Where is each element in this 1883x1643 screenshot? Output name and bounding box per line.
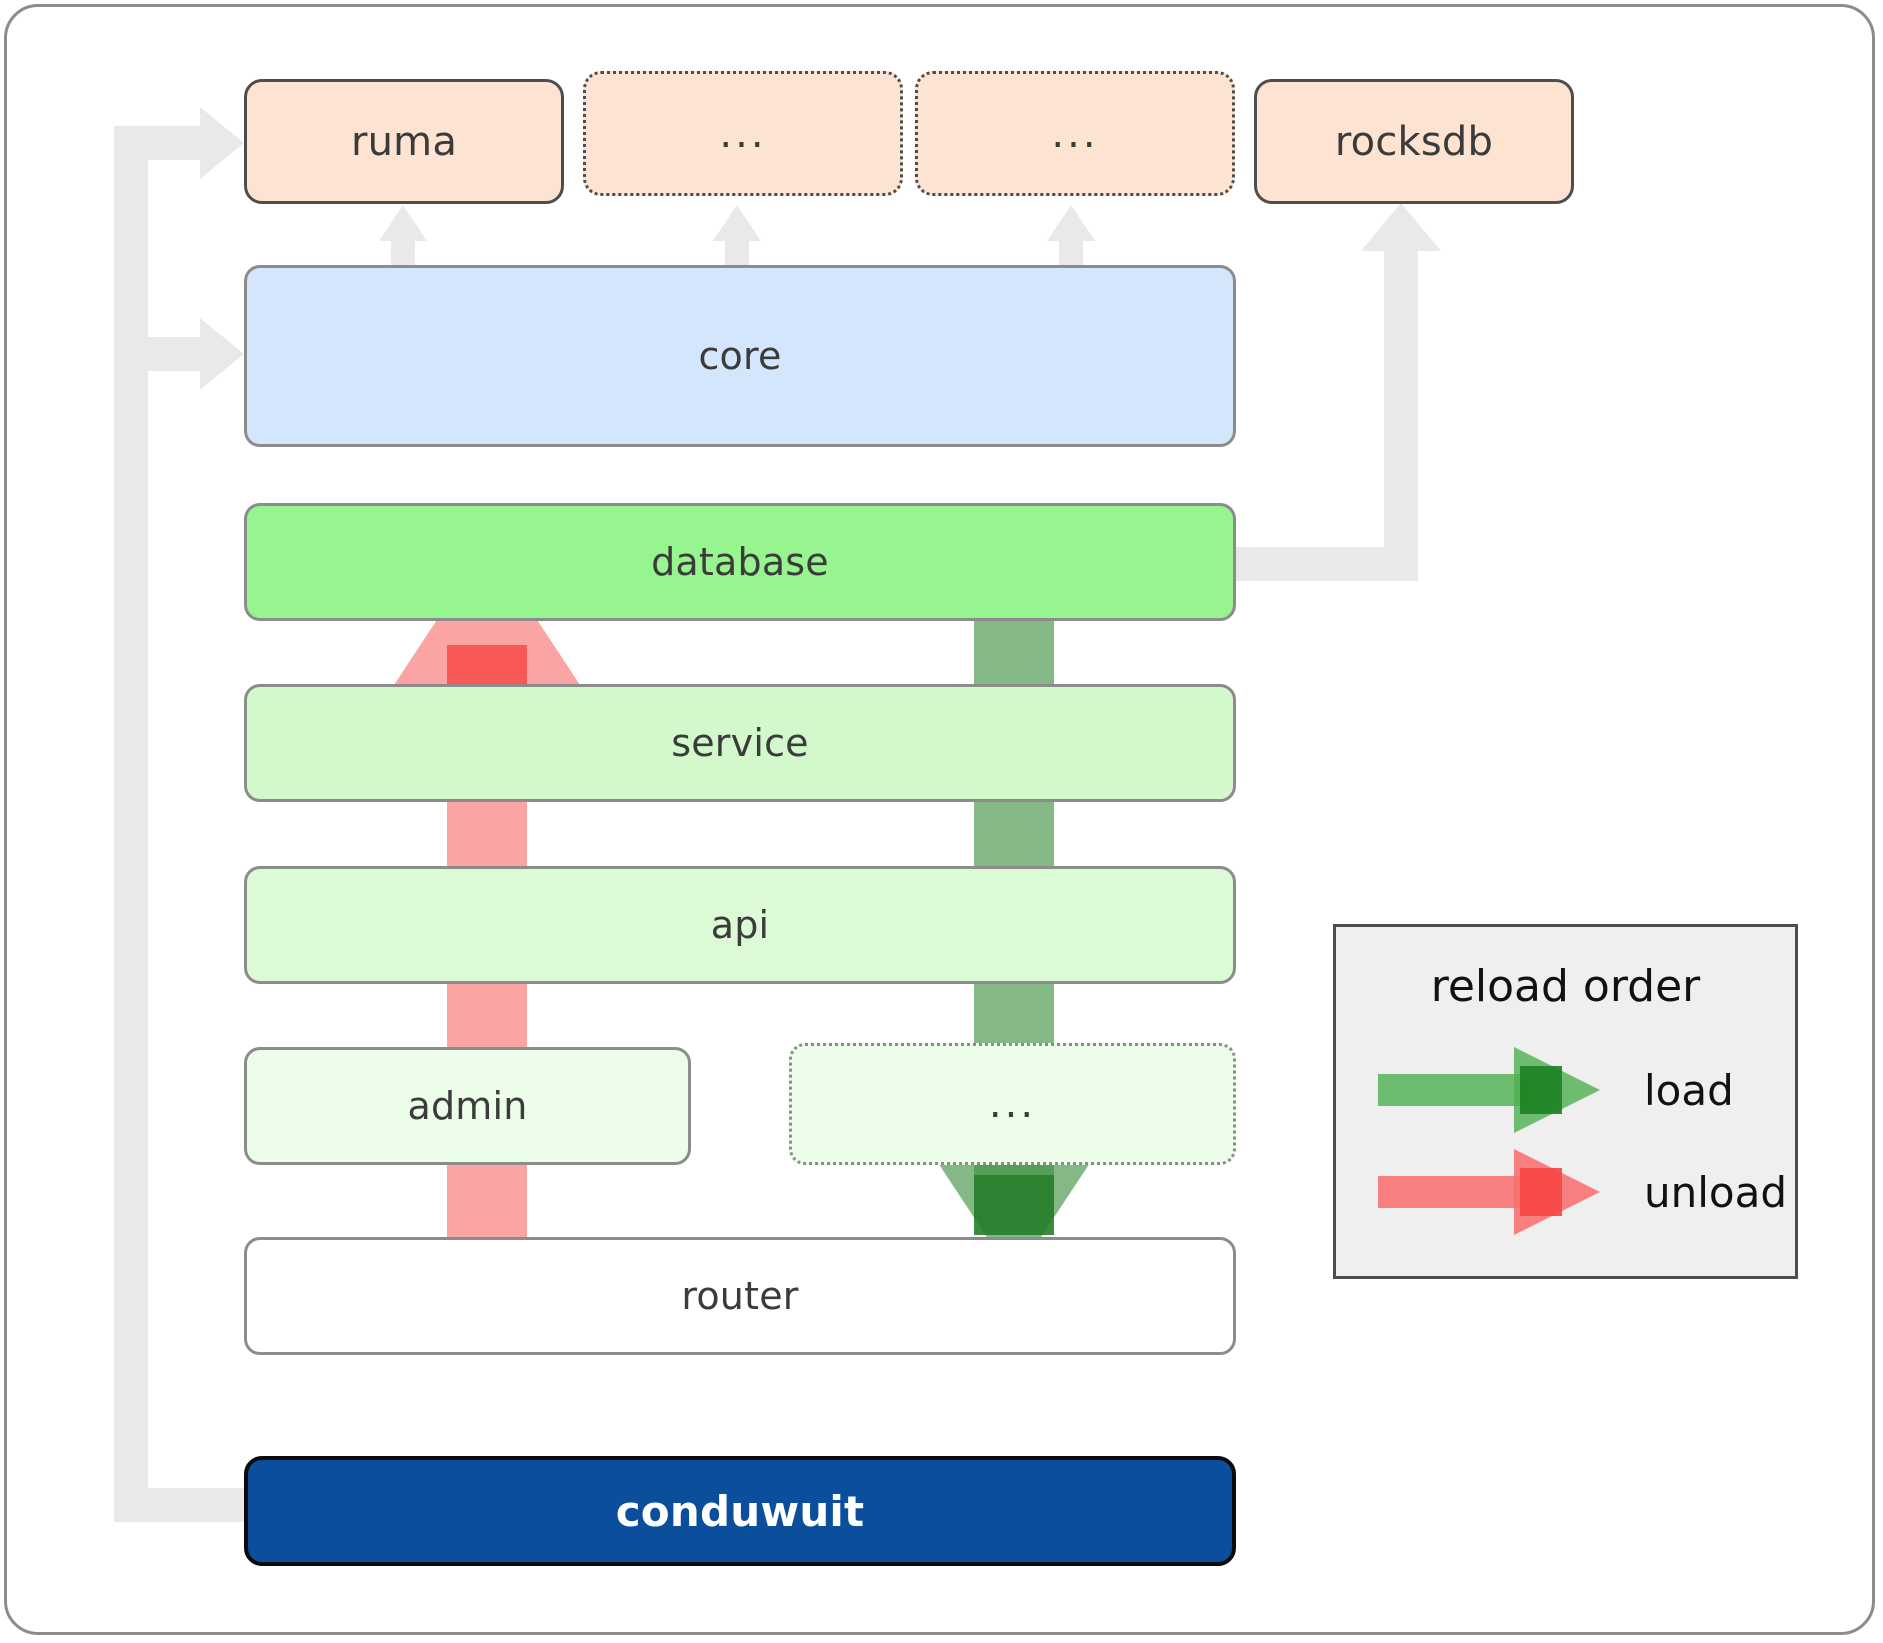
connector-database-to-rocksdb-vertical [1384, 250, 1418, 581]
node-ruma-label: ruma [350, 118, 458, 165]
connector-arrowhead-core [200, 318, 244, 390]
node-dep2[interactable]: ... [583, 71, 903, 196]
legend-panel: reload order load unload [1333, 924, 1798, 1279]
node-dep2-label: ... [719, 110, 767, 157]
node-service-label: service [671, 721, 809, 765]
node-core-label: core [698, 334, 782, 378]
node-core[interactable]: core [244, 265, 1236, 447]
connector-arrowhead-ruma [200, 107, 244, 179]
node-admin[interactable]: admin [244, 1047, 691, 1165]
legend-row-unload: unload [1378, 1149, 1787, 1235]
legend-load-label: load [1644, 1065, 1734, 1115]
node-admin-label: admin [407, 1084, 528, 1128]
node-dep3-label: ... [1051, 110, 1099, 157]
legend-unload-label: unload [1644, 1167, 1788, 1217]
node-router[interactable]: router [244, 1237, 1236, 1355]
node-database-label: database [651, 540, 829, 584]
node-ruma[interactable]: ruma [244, 79, 564, 204]
node-rocksdb[interactable]: rocksdb [1254, 79, 1574, 204]
arrow-core-to-dep2 [713, 205, 761, 265]
node-database[interactable]: database [244, 503, 1236, 621]
node-conduwuit[interactable]: conduwuit [244, 1456, 1236, 1566]
node-api-label: api [710, 903, 770, 947]
node-dep3[interactable]: ... [915, 71, 1235, 196]
legend-row-load: load [1378, 1047, 1734, 1133]
legend-title: reload order [1430, 961, 1701, 1012]
arrow-core-to-dep3 [1047, 205, 1095, 265]
connector-spine-left [114, 126, 148, 1522]
node-rocksdb-label: rocksdb [1334, 118, 1494, 165]
node-more-label: ... [988, 1081, 1037, 1127]
node-more[interactable]: ... [789, 1043, 1236, 1165]
node-router-label: router [681, 1274, 799, 1318]
connector-bottom-to-conduwuit [114, 1488, 244, 1522]
connector-arrowhead-rocksdb [1361, 203, 1441, 251]
arrow-core-to-ruma [379, 205, 427, 265]
node-service[interactable]: service [244, 684, 1236, 802]
node-conduwuit-label: conduwuit [615, 1486, 865, 1536]
node-api[interactable]: api [244, 866, 1236, 984]
legend-load-arrow-icon [1378, 1047, 1600, 1133]
diagram-frame [4, 4, 1875, 1635]
legend-unload-arrow-icon [1378, 1149, 1600, 1235]
